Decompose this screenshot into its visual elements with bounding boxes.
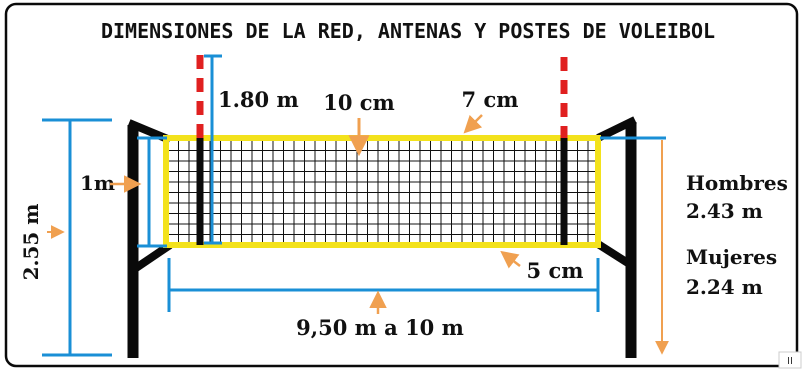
right-post — [595, 116, 637, 358]
antenna-height-label: 1.80 m — [218, 87, 299, 112]
diagram-title: DIMENSIONES DE LA RED, ANTENAS Y POSTES … — [101, 19, 715, 43]
post-height-label: 2.55 m — [19, 204, 43, 281]
corner-mark: II — [787, 356, 793, 367]
corner-box — [778, 351, 802, 369]
diagram-frame — [4, 2, 799, 368]
arrow-icon — [500, 250, 521, 269]
band-width-label: 7 cm — [462, 87, 519, 112]
women-label: Mujeres — [686, 245, 777, 269]
post-height-measure — [42, 118, 112, 357]
net-mesh — [167, 139, 596, 243]
men-label: Hombres — [686, 171, 788, 195]
top-band-label: 10 cm — [323, 90, 395, 115]
women-height: 2.24 m — [686, 275, 763, 299]
bottom-band-label: 5 cm — [527, 258, 584, 283]
net-bands — [163, 135, 601, 248]
arrow-icon — [463, 114, 483, 134]
antenna-height-measure — [204, 54, 222, 245]
net-height-label: 1m — [80, 171, 115, 195]
net-length-measure — [167, 258, 600, 312]
men-height: 2.43 m — [686, 199, 763, 223]
net-length-label: 9,50 m a 10 m — [296, 315, 464, 340]
net-height-measure — [137, 136, 167, 248]
right-height-measure — [600, 136, 669, 355]
